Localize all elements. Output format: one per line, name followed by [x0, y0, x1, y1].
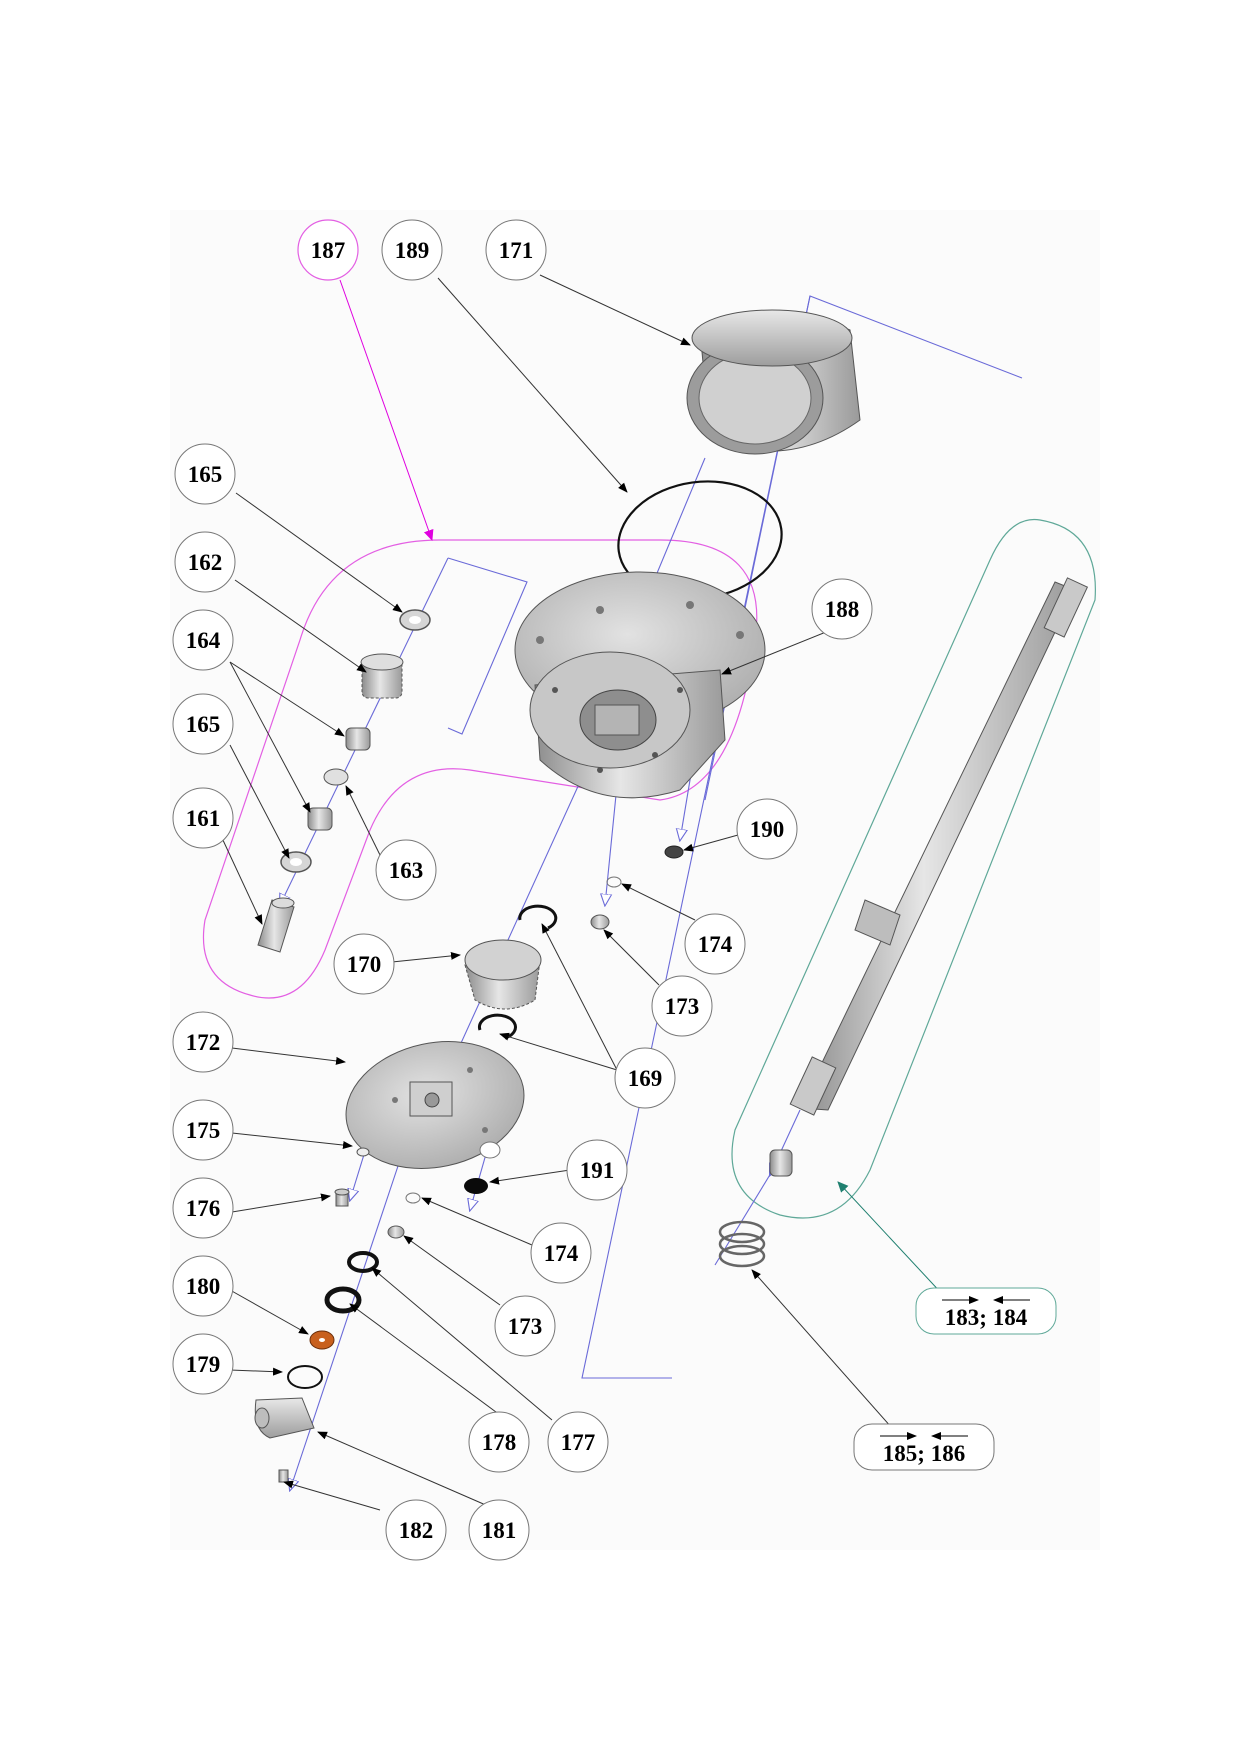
washer-165-bottom-hole: [290, 858, 302, 866]
svg-text:187: 187: [311, 238, 346, 263]
svg-text:174: 174: [544, 1241, 579, 1266]
callout-182: 182: [385, 1499, 447, 1561]
plug-173-upper: [590, 914, 610, 930]
callout-170: 170: [333, 933, 395, 995]
callout-165-bottom: 165: [172, 693, 234, 755]
callout-172: 172: [172, 1011, 234, 1073]
snap-ring-169-upper: [518, 904, 558, 930]
svg-text:183; 184: 183; 184: [945, 1305, 1028, 1330]
axle-shaft-183: [789, 577, 1089, 1116]
group-label-183-184: 183; 184: [915, 1287, 1057, 1335]
svg-text:171: 171: [499, 238, 534, 263]
needle-bearing-164-lower: [307, 807, 333, 831]
group-label-185-186: 185; 186: [853, 1423, 995, 1471]
svg-text:185; 186: 185; 186: [883, 1441, 965, 1466]
needle-bearing-164-upper: [345, 727, 371, 751]
diagram-background: [170, 210, 1100, 1550]
seal-ring-174-lower: [405, 1192, 421, 1204]
svg-text:179: 179: [186, 1352, 221, 1377]
svg-text:190: 190: [750, 817, 785, 842]
seal-ring-174-upper: [606, 876, 622, 888]
leader-lines: [221, 274, 945, 1511]
callout-175: 175: [172, 1099, 234, 1161]
washer-165-top-hole: [409, 616, 421, 624]
seal-177: [347, 1251, 379, 1273]
callout-174-lower: 174: [530, 1222, 592, 1284]
svg-text:188: 188: [825, 597, 860, 622]
callout-162: 162: [174, 531, 236, 593]
svg-text:173: 173: [508, 1314, 543, 1339]
spacer-163: [323, 768, 349, 786]
svg-text:191: 191: [580, 1158, 615, 1183]
callout-165-top: 165: [174, 443, 236, 505]
plug-173-lower: [387, 1225, 405, 1239]
svg-text:172: 172: [186, 1030, 221, 1055]
svg-text:165: 165: [188, 462, 223, 487]
plug-191: [464, 1178, 488, 1194]
screw-176: [334, 1188, 350, 1207]
callout-178: 178: [468, 1411, 530, 1473]
callout-177: 177: [547, 1411, 609, 1473]
cover-plate-172: [345, 1041, 525, 1169]
svg-text:173: 173: [665, 994, 700, 1019]
sun-gear-170: [464, 939, 542, 1010]
callout-173-upper: 173: [651, 975, 713, 1037]
svg-text:181: 181: [482, 1518, 517, 1543]
housing-181: [254, 1397, 315, 1439]
callout-191: 191: [566, 1139, 628, 1201]
callout-181: 181: [468, 1499, 530, 1561]
svg-text:175: 175: [186, 1118, 221, 1143]
callouts: 187 189 171 165 162 164 165 161: [172, 219, 1057, 1561]
hub-188: [514, 571, 766, 799]
snap-ring-169-lower: [477, 1013, 517, 1040]
spring-185: [718, 1220, 766, 1268]
svg-text:170: 170: [347, 952, 382, 977]
svg-text:180: 180: [186, 1274, 221, 1299]
callout-189: 189: [381, 219, 443, 281]
callout-173-lower: 173: [494, 1295, 556, 1357]
group-183-outline: [731, 518, 1096, 1219]
svg-text:161: 161: [186, 806, 221, 831]
svg-text:162: 162: [188, 550, 223, 575]
svg-text:177: 177: [561, 1430, 596, 1455]
screw-190: [664, 845, 684, 859]
svg-text:169: 169: [628, 1066, 663, 1091]
svg-text:164: 164: [186, 628, 221, 653]
svg-text:165: 165: [186, 712, 221, 737]
screw-182: [278, 1469, 289, 1483]
svg-text:176: 176: [186, 1196, 221, 1221]
washer-175: [356, 1147, 370, 1157]
washer-180: [309, 1330, 335, 1350]
ring-gear-171: [686, 309, 861, 455]
callout-190: 190: [736, 798, 798, 860]
svg-text:182: 182: [399, 1518, 434, 1543]
o-ring-179: [287, 1365, 323, 1389]
svg-text:163: 163: [389, 858, 424, 883]
bushing: [769, 1149, 793, 1177]
pin-161: [257, 897, 295, 953]
callout-179: 179: [172, 1333, 234, 1395]
callout-163: 163: [375, 839, 437, 901]
seal-178: [324, 1286, 362, 1314]
callout-171: 171: [485, 219, 547, 281]
callout-176: 176: [172, 1177, 234, 1239]
planet-gear-162: [360, 653, 404, 699]
svg-text:178: 178: [482, 1430, 517, 1455]
callout-188: 188: [811, 578, 873, 640]
callout-161: 161: [172, 787, 234, 849]
callout-164: 164: [172, 609, 234, 671]
callout-169: 169: [614, 1047, 676, 1109]
callout-174-upper: 174: [684, 913, 746, 975]
svg-text:189: 189: [395, 238, 430, 263]
svg-text:174: 174: [698, 932, 733, 957]
callout-187: 187: [297, 219, 359, 281]
callout-180: 180: [172, 1255, 234, 1317]
